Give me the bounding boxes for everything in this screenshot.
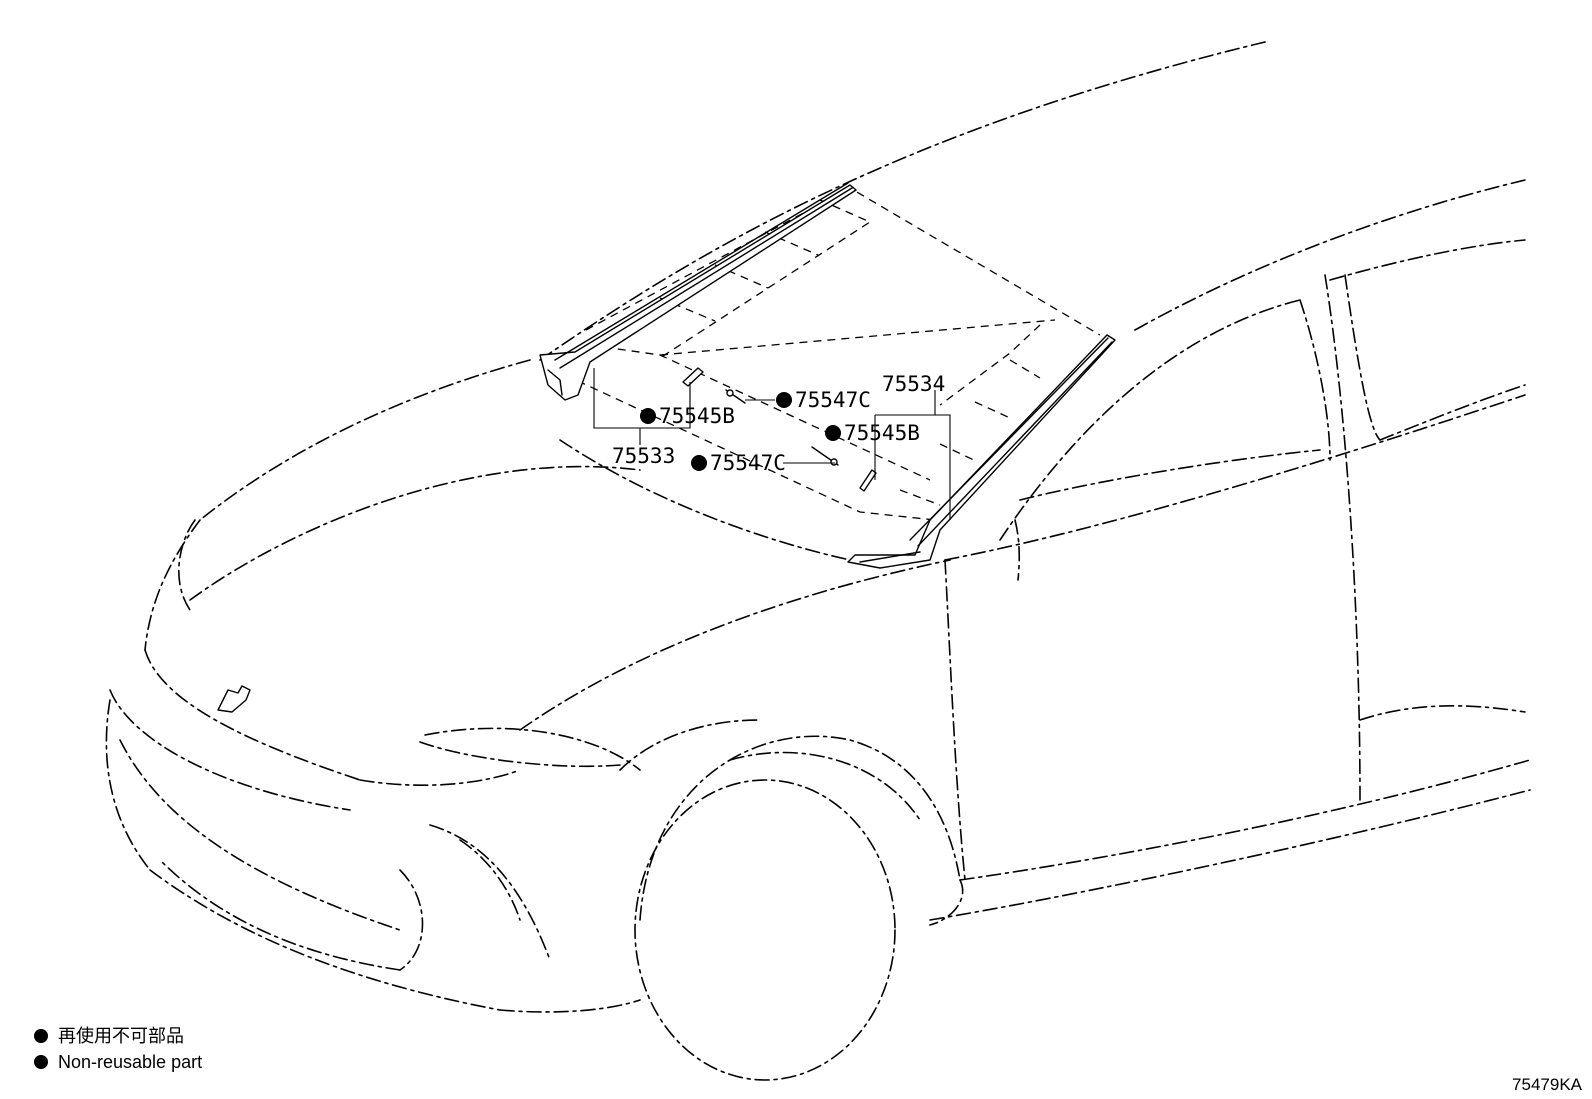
non-reusable-dot-icon — [640, 408, 656, 424]
windshield-glass — [564, 187, 1101, 521]
callout-75533: 75533 — [612, 444, 675, 468]
non-reusable-dot-icon — [691, 455, 707, 471]
legend: 再使用不可部品 Non-reusable part — [34, 1026, 202, 1072]
callout-75534: 75534 — [882, 372, 945, 396]
part-number-label: 75533 — [612, 444, 675, 468]
callout-75547c-top: 75547C — [776, 388, 871, 412]
stud-75547c-top — [725, 389, 746, 404]
callout-75547c-bottom: 75547C — [691, 451, 786, 475]
roof-moulding-left — [539, 182, 857, 401]
part-number-label: 75545B — [659, 404, 735, 428]
part-number-label: 75547C — [710, 451, 786, 475]
vehicle-outline — [105, 41, 1531, 1081]
non-reusable-dot-icon — [34, 1055, 48, 1069]
non-reusable-dot-icon — [34, 1029, 48, 1043]
clip-75545b-right — [859, 469, 877, 492]
stud-75547c-bottom — [811, 446, 839, 466]
legend-japanese: 再使用不可部品 — [58, 1026, 184, 1046]
part-number-label: 75545B — [844, 421, 920, 445]
emblem-icon — [217, 685, 251, 713]
part-number-label: 75547C — [795, 388, 871, 412]
clip-75545b-left — [682, 367, 704, 387]
legend-english: Non-reusable part — [58, 1052, 202, 1072]
callout-75545b-right: 75545B — [825, 421, 920, 445]
non-reusable-dot-icon — [776, 392, 792, 408]
leader-lines — [593, 368, 951, 520]
roof-moulding-right — [847, 334, 1116, 569]
part-number-label: 75534 — [882, 372, 945, 396]
non-reusable-dot-icon — [825, 425, 841, 441]
callout-75545b-left: 75545B — [640, 404, 735, 428]
diagram-code: 75479KA — [1512, 1075, 1583, 1094]
